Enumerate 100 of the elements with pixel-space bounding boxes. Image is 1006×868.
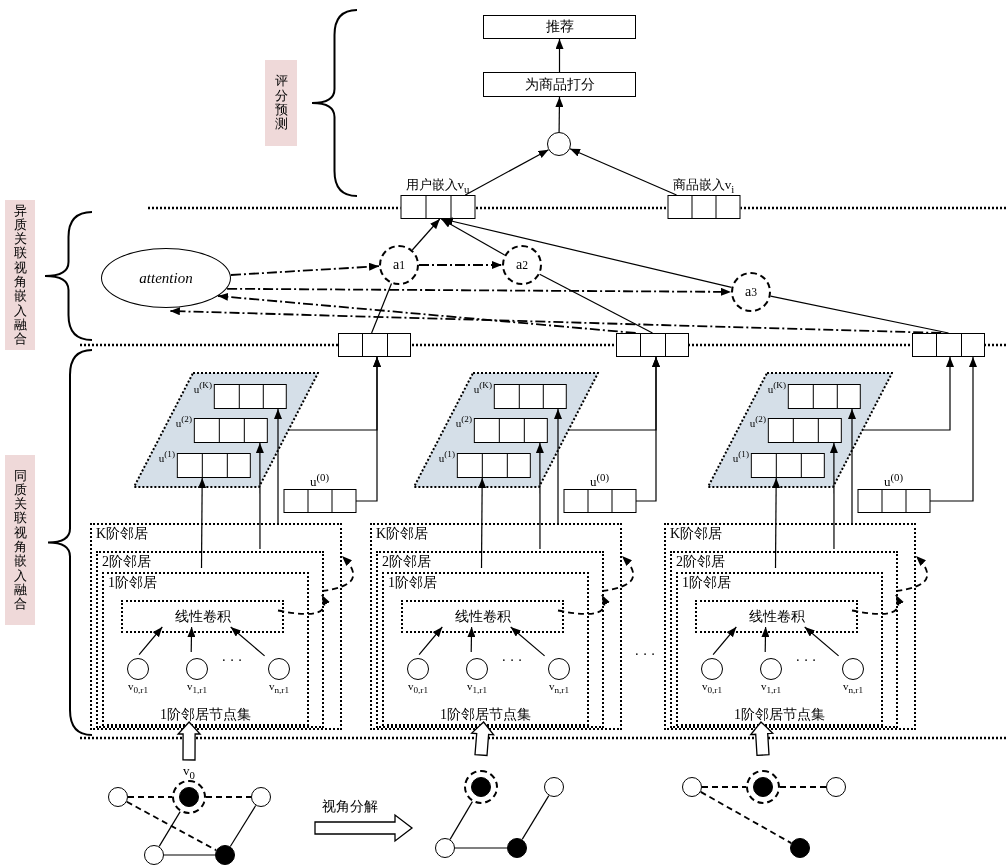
arrow bbox=[418, 626, 443, 656]
arrow bbox=[535, 442, 544, 550]
block-arrow bbox=[176, 721, 202, 761]
arrow bbox=[554, 408, 562, 524]
arrow bbox=[198, 477, 207, 569]
arrow bbox=[230, 626, 266, 657]
frame-title: 1阶邻居 bbox=[388, 576, 437, 590]
vector-label: u$^{(K)}$ bbox=[193, 381, 212, 395]
arrow bbox=[510, 626, 546, 657]
vector-label: u$^{(2)}$ bbox=[455, 415, 472, 429]
dashed-line bbox=[127, 796, 173, 798]
vector-label: 商品嵌入v$_{i}$ bbox=[672, 178, 735, 195]
arrow bbox=[712, 626, 737, 656]
vector-label: u$^{(1)}$ bbox=[158, 450, 175, 464]
graph-node bbox=[826, 777, 846, 797]
arrow bbox=[187, 626, 196, 653]
process-box: 为商品打分 bbox=[483, 72, 636, 97]
vector-label: u$^{(K)}$ bbox=[767, 381, 786, 395]
frame-title: K阶邻居 bbox=[96, 527, 149, 541]
neighbor-frame bbox=[96, 551, 324, 728]
node-label: v$_{0,r1}$ bbox=[128, 681, 148, 696]
arrow bbox=[467, 626, 476, 653]
arrow bbox=[929, 356, 977, 502]
frame-caption: 1阶邻居节点集 bbox=[160, 708, 251, 722]
process-box: 线性卷积 bbox=[401, 600, 564, 633]
node-label: v$_{1,r1}$ bbox=[467, 681, 487, 696]
graph-node bbox=[435, 838, 455, 858]
node-label: v$_{0}$ bbox=[183, 764, 195, 780]
graph-node bbox=[108, 787, 128, 807]
process-box: 线性卷积 bbox=[695, 600, 858, 633]
dashed-line bbox=[701, 786, 747, 788]
neighbor-frame bbox=[102, 572, 309, 726]
connector-line bbox=[229, 804, 257, 848]
arrow bbox=[478, 477, 487, 569]
section-label: 异质关联视角嵌入融合 bbox=[5, 200, 35, 350]
embedding-vector bbox=[338, 333, 411, 357]
connector-line bbox=[521, 795, 550, 840]
combine-circle bbox=[547, 132, 571, 156]
frame-caption: 1阶邻居节点集 bbox=[440, 708, 531, 722]
arrow bbox=[804, 626, 840, 657]
process-box: 线性卷积 bbox=[121, 600, 284, 633]
neighbor-frame bbox=[676, 572, 883, 726]
vector-label: u$^{(0)}$ bbox=[309, 472, 330, 489]
graph-node bbox=[215, 845, 235, 865]
vector-label: u$^{(2)}$ bbox=[749, 415, 766, 429]
dashed-arrow bbox=[557, 594, 610, 615]
arrow bbox=[848, 408, 856, 524]
graph-node bbox=[544, 777, 564, 797]
dashed-arrow bbox=[418, 261, 503, 269]
connector-line bbox=[163, 854, 216, 856]
arrow bbox=[862, 356, 954, 431]
dashed-arrow bbox=[851, 594, 904, 615]
connector-line bbox=[449, 801, 473, 840]
process-box: 推荐 bbox=[483, 15, 636, 39]
frame-title: 1阶邻居 bbox=[108, 576, 157, 590]
arrow bbox=[255, 442, 264, 550]
frame-title: 1阶邻居 bbox=[682, 576, 731, 590]
arrow bbox=[555, 38, 564, 73]
frame-title: 2阶邻居 bbox=[676, 555, 725, 569]
vector-label: 用户嵌入v$_{u}$ bbox=[405, 178, 470, 195]
connector-line bbox=[371, 282, 393, 334]
arrow bbox=[274, 408, 282, 524]
graph-node bbox=[251, 787, 271, 807]
embedding-vector bbox=[912, 333, 985, 357]
dashed-arrow bbox=[226, 287, 732, 296]
vector-label: u$^{(1)}$ bbox=[438, 450, 455, 464]
dashed-arrow bbox=[601, 555, 634, 592]
dashed-line bbox=[699, 791, 793, 844]
section-label: 同质关联视角嵌入融合 bbox=[5, 455, 35, 625]
vector-label: u$^{(0)}$ bbox=[883, 472, 904, 489]
connector-line bbox=[770, 295, 950, 334]
section-label: 评分预测 bbox=[265, 60, 297, 146]
node-label: v$_{1,r1}$ bbox=[187, 681, 207, 696]
ellipsis-mark: · · · bbox=[221, 654, 243, 668]
neighbor-frame bbox=[376, 551, 604, 728]
dashed-arrow bbox=[895, 555, 928, 592]
neighbor-frame bbox=[382, 572, 589, 726]
vector-label: u$^{(1)}$ bbox=[732, 450, 749, 464]
graph-node bbox=[464, 770, 498, 804]
arrow bbox=[464, 149, 550, 196]
arrow bbox=[761, 626, 770, 653]
neighbor-frame bbox=[664, 523, 916, 730]
dashed-arrow bbox=[277, 594, 330, 615]
arrow bbox=[635, 356, 660, 502]
dashed-arrow bbox=[217, 292, 637, 334]
dashed-line bbox=[125, 800, 218, 852]
graph-node bbox=[507, 838, 527, 858]
ellipsis-mark: · · · bbox=[634, 648, 656, 662]
dashed-arrow bbox=[169, 307, 943, 334]
embedding-vector bbox=[616, 333, 689, 357]
vector-label: u$^{(0)}$ bbox=[589, 472, 610, 489]
arrow bbox=[772, 477, 781, 569]
arrow-label: 视角分解 bbox=[322, 800, 378, 814]
ellipsis-mark: · · · bbox=[501, 654, 523, 668]
arrow bbox=[355, 356, 381, 502]
block-arrow bbox=[749, 721, 775, 757]
dashed-line bbox=[779, 786, 827, 788]
frame-title: 2阶邻居 bbox=[382, 555, 431, 569]
arrow bbox=[440, 218, 506, 256]
vector-label: u$^{(2)}$ bbox=[175, 415, 192, 429]
